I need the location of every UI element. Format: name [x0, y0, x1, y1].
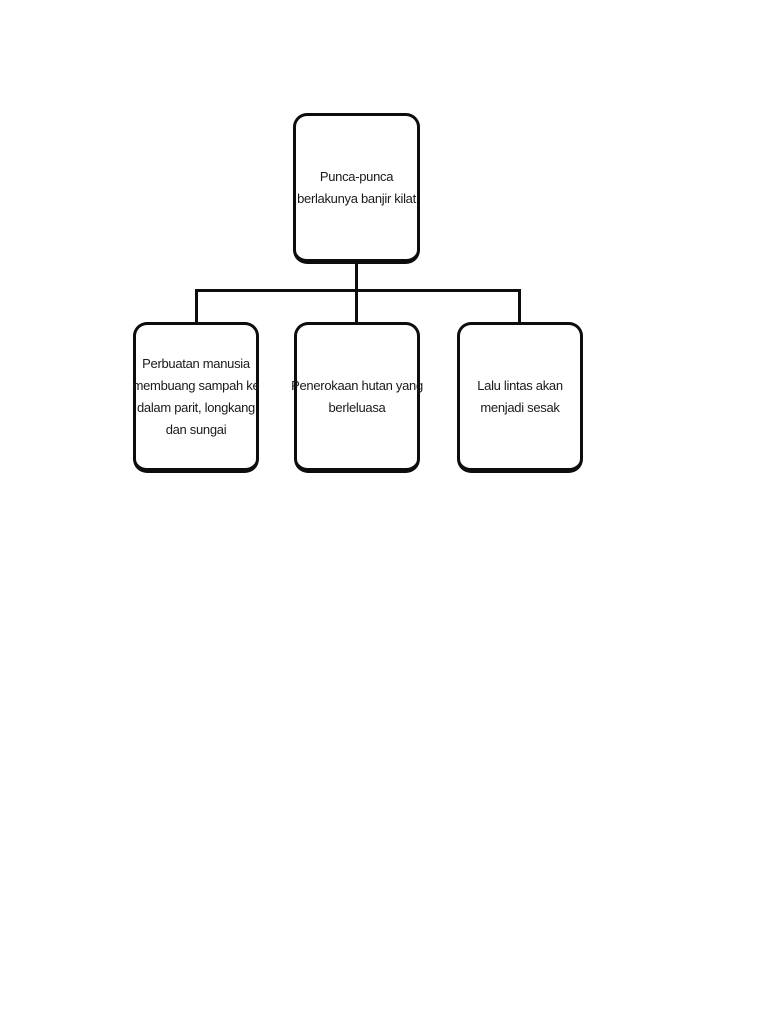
child-node-label-line: dalam parit, longkang — [136, 399, 255, 415]
root-node-label-line: berlakunya banjir kilat — [297, 190, 416, 206]
child-node-label-line: Penerokaan hutan yang — [291, 377, 423, 393]
child-node-label-line: berleluasa — [328, 399, 386, 415]
diagram-child-node-2: Penerokaan hutan yang berleluasa — [291, 322, 423, 473]
connector-drop-left — [195, 289, 198, 324]
child-node-label-line: dan sungai — [165, 421, 227, 437]
connector-drop-center — [355, 289, 358, 324]
connector-root-stem — [355, 262, 358, 292]
child-node-label-line: Perbuatan manusia — [142, 355, 250, 371]
connector-drop-right — [518, 289, 521, 324]
connector-horizontal-rail — [195, 289, 521, 292]
diagram-root-node: Punca-punca berlakunya banjir kilat — [293, 113, 420, 264]
child-node-label-line: menjadi sesak — [480, 399, 560, 415]
child-node-label-line: membuang sampah ke — [132, 377, 260, 393]
child-node-label-line: Lalu lintas akan — [477, 377, 563, 393]
diagram-child-node-3: Lalu lintas akan menjadi sesak — [457, 322, 583, 473]
root-node-label-line: Punca-punca — [319, 168, 394, 184]
diagram-child-node-1: Perbuatan manusia membuang sampah ke dal… — [132, 322, 260, 473]
